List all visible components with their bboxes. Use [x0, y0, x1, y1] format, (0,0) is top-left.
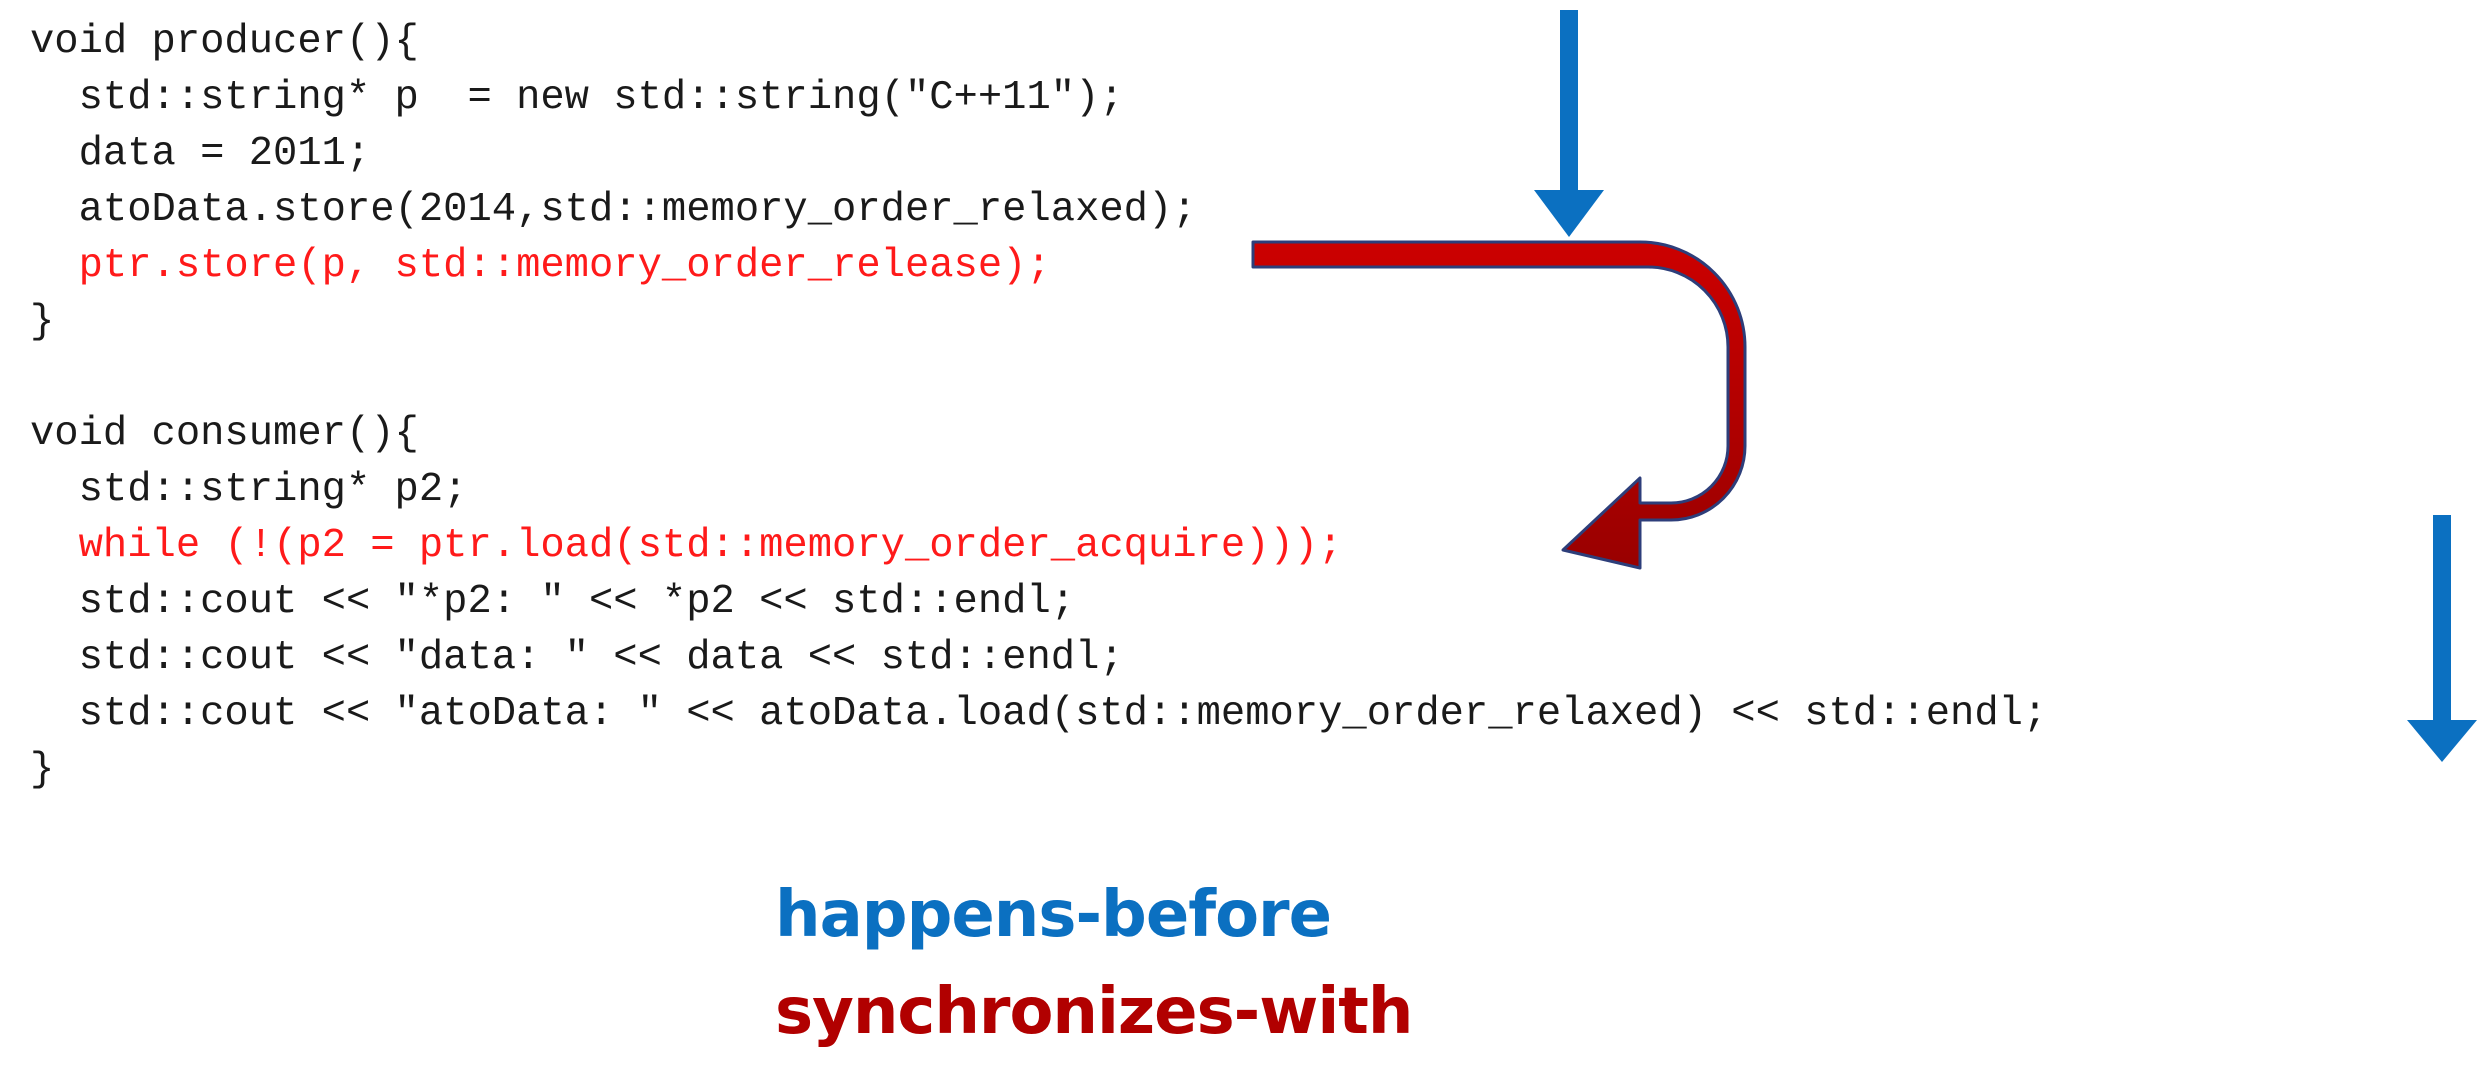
happens-before-arrow-consumer-shaft: [2433, 515, 2451, 720]
code-line: }: [30, 299, 55, 345]
code-line: std::string* p = new std::string("C++11"…: [30, 75, 1124, 121]
legend-happens-before: happens-before: [775, 878, 1332, 952]
code-line: std::cout << "*p2: " << *p2 << std::endl…: [30, 579, 1076, 625]
code-line-highlighted: ptr.store(p, std::memory_order_release);: [30, 243, 1051, 289]
code-line: }: [30, 747, 55, 793]
code-line: atoData.store(2014,std::memory_order_rel…: [30, 187, 1197, 233]
happens-before-arrow-consumer-head: [2407, 720, 2477, 762]
happens-before-arrow-producer-head: [1534, 190, 1604, 237]
happens-before-arrow-producer: [1534, 10, 1604, 237]
legend-synchronizes-with: synchronizes-with: [775, 975, 1413, 1049]
code-line: std::string* p2;: [30, 467, 468, 513]
happens-before-arrow-consumer: [2407, 515, 2477, 762]
code-line: data = 2011;: [30, 131, 371, 177]
code-line-highlighted: while (!(p2 = ptr.load(std::memory_order…: [30, 523, 1343, 569]
code-line: std::cout << "atoData: " << atoData.load…: [30, 691, 2048, 737]
code-line: void consumer(){: [30, 411, 419, 457]
code-line: std::cout << "data: " << data << std::en…: [30, 635, 1124, 681]
code-block: void producer(){ std::string* p = new st…: [30, 14, 2047, 798]
happens-before-arrow-producer-shaft: [1560, 10, 1578, 190]
code-line: void producer(){: [30, 19, 419, 65]
synchronizes-with-arrow: [1251, 240, 1747, 570]
